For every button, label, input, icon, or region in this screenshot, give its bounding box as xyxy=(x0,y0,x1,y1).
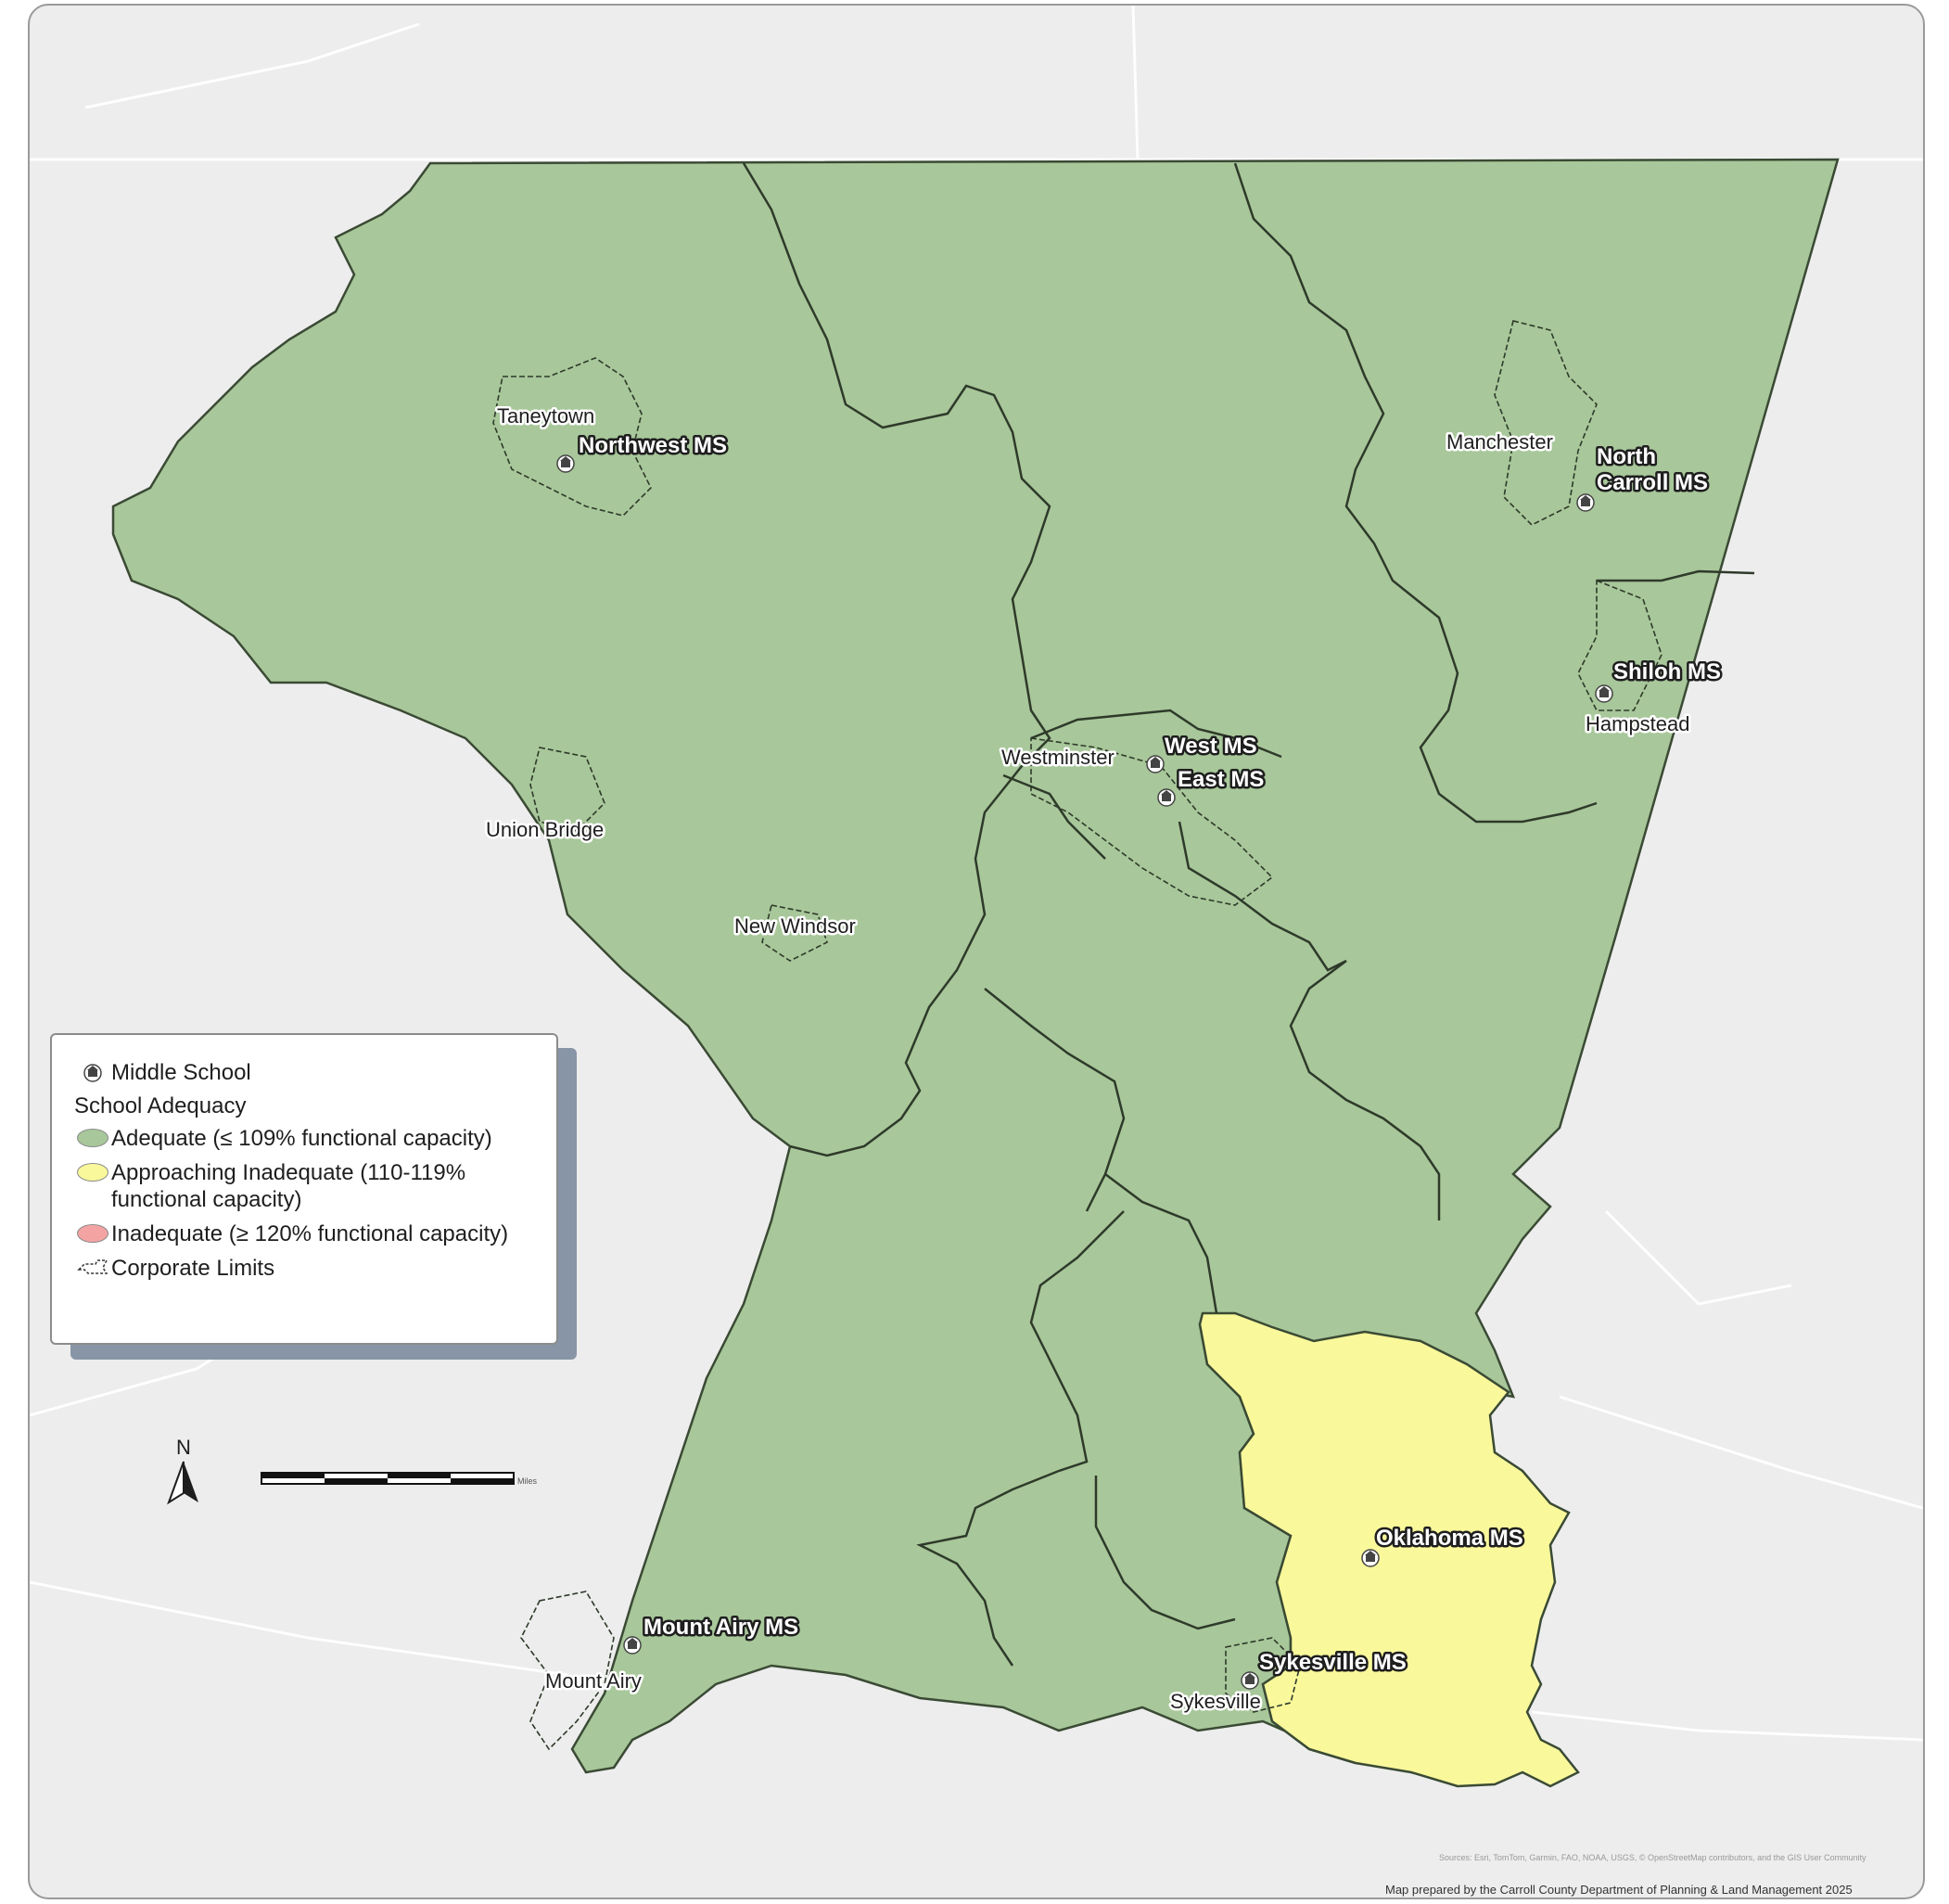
place-hampstead: Hampstead xyxy=(1586,712,1690,735)
legend-heading: School Adequacy xyxy=(74,1093,247,1118)
legend-corporate-limits-label: Corporate Limits xyxy=(111,1256,275,1281)
approaching-swatch xyxy=(77,1163,108,1182)
legend-inadequate: Inadequate (≥ 120% functional capacity) xyxy=(74,1220,534,1247)
north-label: N xyxy=(176,1436,191,1459)
place-mount-airy: Mount Airy xyxy=(545,1669,642,1693)
school-building-icon[interactable] xyxy=(1146,755,1165,773)
north-arrow-icon xyxy=(167,1461,198,1505)
attendance-boundaries xyxy=(742,162,1755,1667)
school-building-icon[interactable] xyxy=(1361,1549,1380,1567)
north-arrow: N xyxy=(165,1436,202,1510)
corporate-limits-icon xyxy=(74,1255,111,1277)
scale-bar: Miles xyxy=(260,1469,556,1501)
school-building-icon[interactable] xyxy=(623,1636,642,1655)
map-frame: Taneytown Manchester Westminster Hampste… xyxy=(28,4,1925,1899)
place-taneytown: Taneytown xyxy=(497,404,594,428)
place-manchester: Manchester xyxy=(1446,430,1553,454)
school-building-icon[interactable] xyxy=(556,454,575,473)
legend-middle-school-label: Middle School xyxy=(111,1060,251,1085)
legend-approaching-label: Approaching Inadequate (110-119% functio… xyxy=(111,1160,466,1212)
approaching-inadequate-region[interactable] xyxy=(1198,1311,1580,1788)
school-building-icon[interactable] xyxy=(1157,788,1176,807)
school-building-icon[interactable] xyxy=(1595,684,1613,703)
school-north-carroll-ms-line2[interactable]: Carroll MS xyxy=(1595,468,1711,498)
legend-adequate-label: Adequate (≤ 109% functional capacity) xyxy=(111,1126,492,1151)
school-oklahoma-ms[interactable]: Oklahoma MS xyxy=(1374,1524,1526,1553)
adequate-swatch xyxy=(77,1129,108,1147)
school-building-icon[interactable] xyxy=(1576,493,1595,512)
scale-unit: Miles xyxy=(517,1476,538,1486)
map-legend: Middle School School Adequacy Adequate (… xyxy=(50,1033,558,1345)
adequate-region[interactable] xyxy=(111,158,1840,1774)
school-northwest-ms[interactable]: Northwest MS xyxy=(577,431,730,461)
school-building-icon[interactable] xyxy=(1241,1671,1259,1690)
place-sykesville: Sykesville xyxy=(1170,1690,1261,1713)
school-shiloh-ms[interactable]: Shiloh MS xyxy=(1611,658,1724,687)
legend-adequate: Adequate (≤ 109% functional capacity) xyxy=(74,1125,534,1152)
legend-corporate-limits: Corporate Limits xyxy=(74,1255,534,1282)
school-mount-airy-ms[interactable]: Mount Airy MS xyxy=(642,1613,801,1642)
school-markers xyxy=(556,454,1613,1690)
school-building-icon xyxy=(74,1059,111,1083)
school-north-carroll-ms-line1[interactable]: North xyxy=(1595,442,1659,472)
source-attribution: Sources: Esri, TomTom, Garmin, FAO, NOAA… xyxy=(1439,1853,1866,1862)
school-west-ms[interactable]: West MS xyxy=(1163,732,1260,761)
school-east-ms[interactable]: East MS xyxy=(1176,765,1267,795)
school-sykesville-ms[interactable]: Sykesville MS xyxy=(1257,1648,1409,1678)
legend-inadequate-label: Inadequate (≥ 120% functional capacity) xyxy=(111,1221,509,1246)
map-credit: Map prepared by the Carroll County Depar… xyxy=(1385,1883,1853,1897)
legend-middle-school: Middle School xyxy=(74,1059,534,1086)
place-new-windsor: New Windsor xyxy=(734,914,856,938)
place-westminster: Westminster xyxy=(1001,746,1115,769)
map-canvas[interactable]: Taneytown Manchester Westminster Hampste… xyxy=(30,6,1923,1898)
inadequate-swatch xyxy=(77,1224,108,1243)
legend-approaching: Approaching Inadequate (110-119% functio… xyxy=(74,1159,534,1213)
corporate-limits xyxy=(492,320,1662,1751)
place-union-bridge: Union Bridge xyxy=(486,818,604,841)
